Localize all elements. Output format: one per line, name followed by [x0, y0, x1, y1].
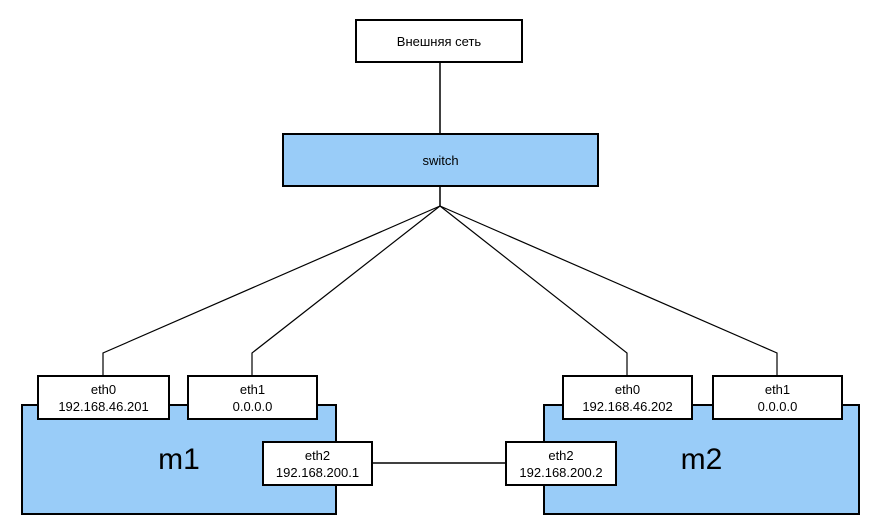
m2-eth1-ip: 0.0.0.0 [757, 398, 798, 414]
m2-eth2-ip: 192.168.200.2 [519, 464, 603, 480]
link-switch-to-m1-eth1 [251, 205, 441, 376]
node-external-network: Внешняя сеть [355, 19, 523, 63]
link-switch-to-m2-eth0 [439, 205, 628, 376]
m1-eth2-name: eth2 [304, 447, 331, 463]
m1-eth2-ip: 192.168.200.1 [275, 464, 360, 480]
m1-eth0-ip: 192.168.46.201 [58, 398, 149, 414]
m2-eth0-ip: 192.168.46.202 [582, 398, 673, 414]
node-m1-eth1: eth1 0.0.0.0 [187, 375, 318, 420]
node-m1-eth2: eth2 192.168.200.1 [262, 441, 373, 486]
machine-m2-label: m2 [680, 442, 723, 476]
link-switch-to-m2-eth1 [439, 205, 778, 376]
switch-label: switch [422, 152, 459, 168]
node-switch: switch [282, 133, 599, 187]
m1-eth0-name: eth0 [90, 381, 117, 397]
node-m2-eth2: eth2 192.168.200.2 [505, 441, 617, 486]
link-switch-to-m1-eth0 [102, 205, 441, 376]
node-m1-eth0: eth0 192.168.46.201 [37, 375, 170, 420]
m2-eth0-name: eth0 [614, 381, 641, 397]
m1-eth1-ip: 0.0.0.0 [232, 398, 273, 414]
m2-eth2-name: eth2 [548, 447, 574, 463]
node-m2-eth1: eth1 0.0.0.0 [712, 375, 843, 420]
node-m2-eth0: eth0 192.168.46.202 [562, 375, 693, 420]
machine-m1-label: m1 [158, 442, 200, 476]
m2-eth1-name: eth1 [764, 381, 791, 397]
m1-eth1-name: eth1 [239, 381, 266, 397]
external-network-label: Внешняя сеть [396, 33, 482, 49]
node-machine-m1: m1 [21, 404, 337, 515]
